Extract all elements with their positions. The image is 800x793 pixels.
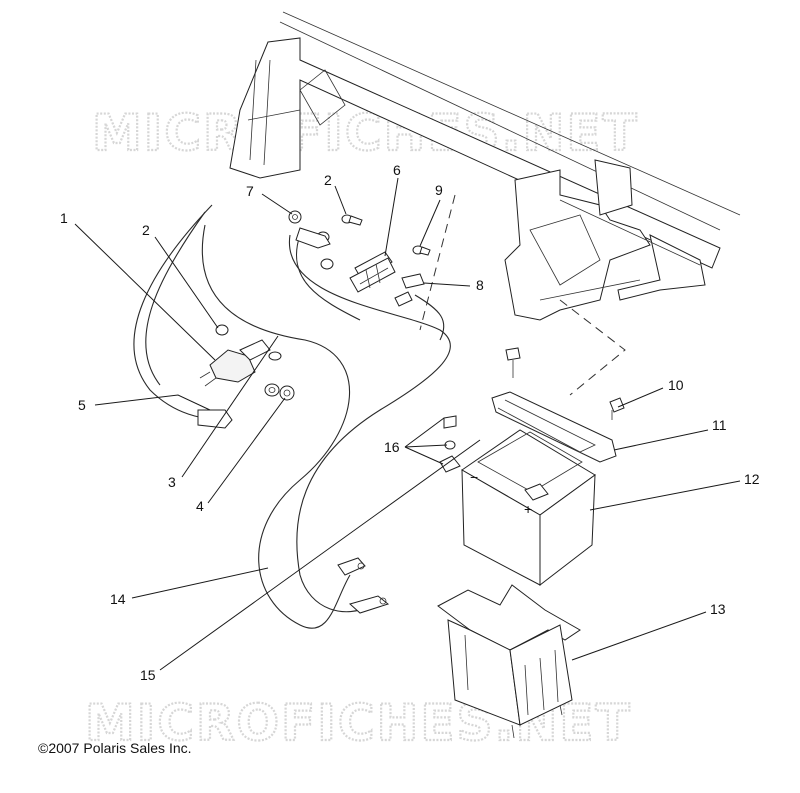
- cable-lugs: [295, 227, 390, 614]
- callout-15: 15: [140, 667, 156, 683]
- battery-minus-label: −: [470, 469, 478, 485]
- callout-2-left: 2: [142, 222, 150, 238]
- callout-8: 8: [476, 277, 484, 293]
- cable-15: [289, 234, 451, 613]
- bolt-10: [609, 397, 625, 420]
- bolt-2-upper: [341, 214, 363, 226]
- vehicle-frame: [229, 11, 741, 321]
- location-line-left: [419, 194, 456, 331]
- nut-4: [279, 385, 295, 401]
- callout-4: 4: [196, 498, 204, 514]
- callout-5: 5: [78, 397, 86, 413]
- callout-2-top: 2: [324, 172, 332, 188]
- callout-16: 16: [384, 439, 400, 455]
- callout-7: 7: [246, 183, 254, 199]
- cable-5: [133, 204, 233, 429]
- washer-3: [264, 383, 280, 397]
- callout-11: 11: [712, 417, 727, 433]
- battery-plus-label: +: [524, 501, 532, 517]
- callout-9: 9: [435, 182, 443, 198]
- callout-6: 6: [393, 162, 401, 178]
- leader-lines: [74, 177, 741, 671]
- bolt-9: [412, 245, 431, 256]
- relay-1: [199, 324, 282, 387]
- callout-13: 13: [710, 601, 726, 617]
- callout-10: 10: [668, 377, 684, 393]
- hardware-16: [443, 415, 457, 450]
- terminal-block: [349, 251, 396, 293]
- bolt-top: [505, 347, 521, 378]
- battery-holddown-11: [491, 391, 617, 463]
- location-line-right: [559, 299, 626, 396]
- cable-14: [201, 224, 361, 629]
- callout-14: 14: [110, 591, 126, 607]
- clip-8: [401, 273, 425, 289]
- battery-box-13: [437, 584, 581, 739]
- callout-1: 1: [60, 210, 68, 226]
- callout-12: 12: [744, 471, 760, 487]
- battery-12: − +: [439, 429, 596, 587]
- watermark-top: MICROFICHES.NET: [92, 104, 639, 162]
- callout-3: 3: [168, 474, 176, 490]
- copyright-notice: ©2007 Polaris Sales Inc.: [38, 740, 192, 756]
